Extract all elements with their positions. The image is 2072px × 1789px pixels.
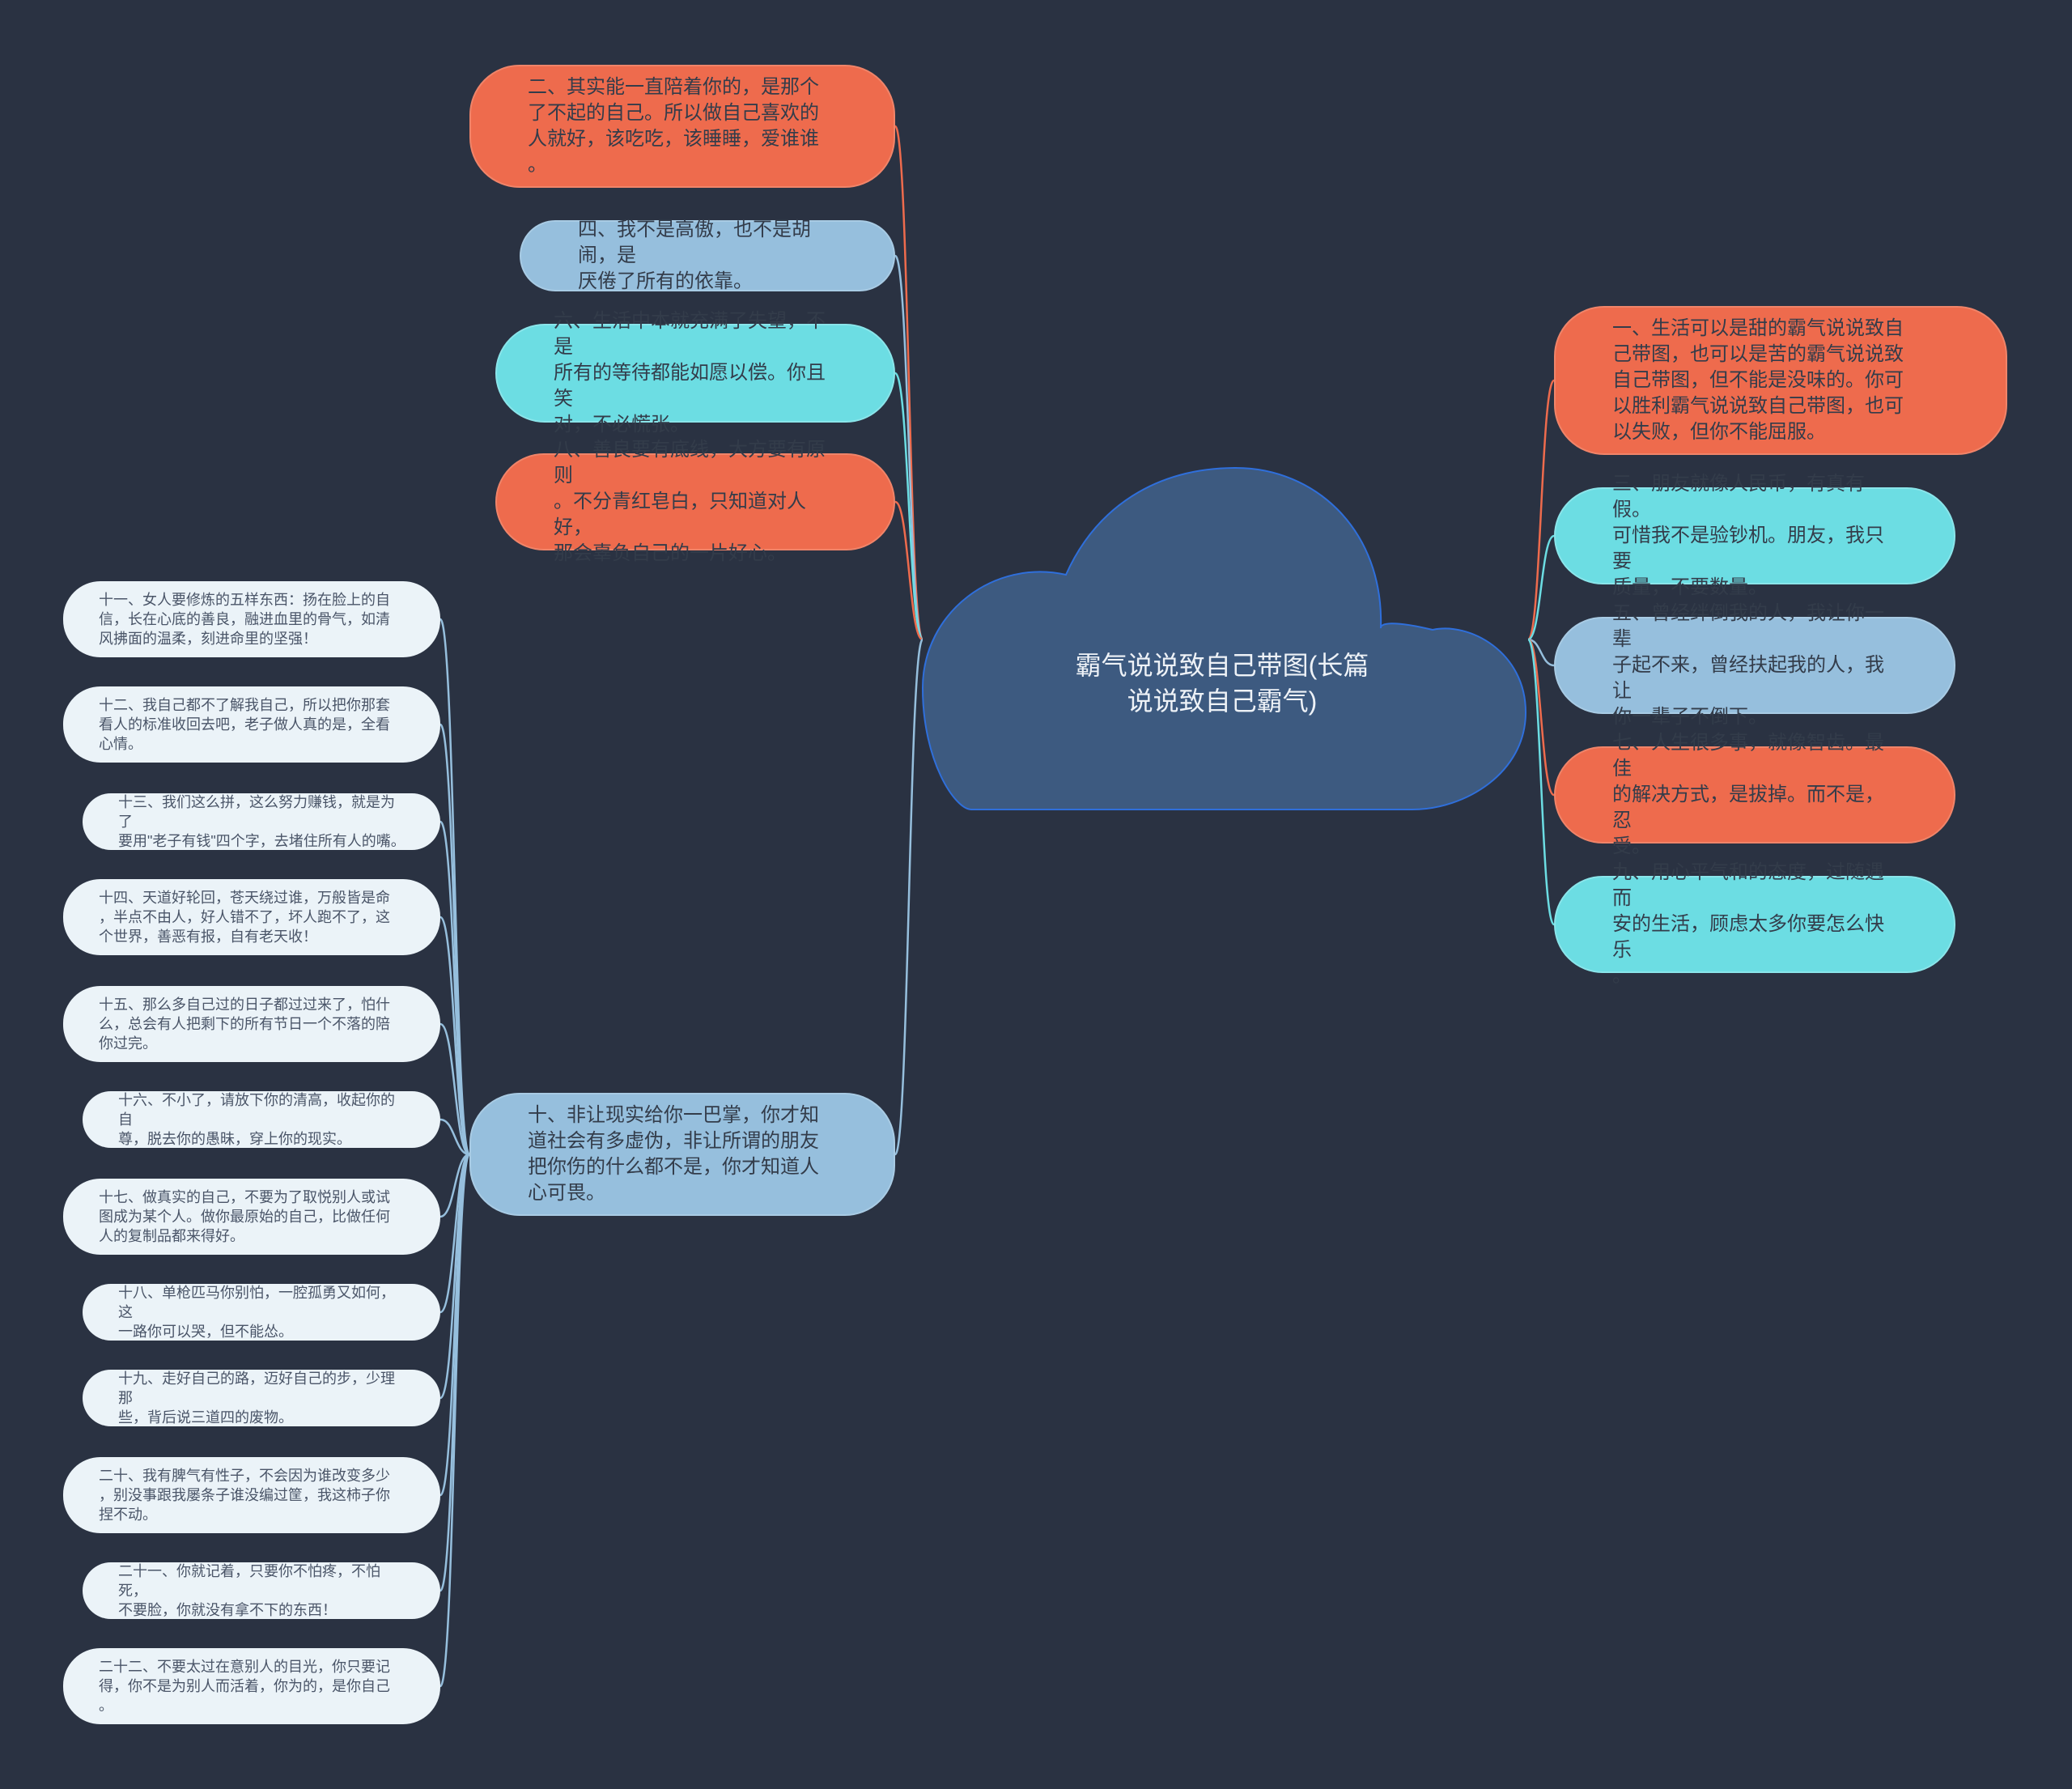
sub-item-15-text: 十五、那么多自己过的日子都过过来了，怕什 么，总会有人把剩下的所有节日一个不落的… (99, 996, 390, 1052)
sub-item-11[interactable]: 十一、女人要修炼的五样东西：扬在脸上的自 信，长在心底的善良，融进血里的骨气，如… (63, 581, 440, 657)
sub-item-22[interactable]: 二十二、不要太过在意别人的目光，你只要记 得，你不是为别人而活着，你为的，是你自… (63, 1648, 440, 1724)
sub-item-21[interactable]: 二十一、你就记着，只要你不怕疼，不怕死， 不要脸，你就没有拿不下的东西！ (83, 1562, 440, 1619)
sub-item-16[interactable]: 十六、不小了，请放下你的清高，收起你的自 尊，脱去你的愚昧，穿上你的现实。 (83, 1091, 440, 1148)
sub-item-12[interactable]: 十二、我自己都不了解我自己，所以把你那套 看人的标准收回去吧，老子做人真的是，全… (63, 686, 440, 763)
connector-left-4 (894, 638, 924, 1156)
central-topic[interactable]: 霸气说说致自己带图(长篇 说说致自己霸气) (1075, 651, 1369, 716)
branch-right-7-text: 七、人生很多事，就像智齿。最佳 的解决方式，是拔掉。而不是，忍 受。 (1612, 732, 1884, 857)
sub-item-19[interactable]: 十九、走好自己的路，迈好自己的步，少理那 些，背后说三道四的废物。 (83, 1370, 440, 1426)
connector-right-1 (1527, 534, 1555, 641)
branch-right-1[interactable]: 一、生活可以是甜的霸气说说致自 己带图，也可以是苦的霸气说说致 自己带图，但不能… (1554, 306, 2007, 455)
connector-sub-11 (439, 1153, 471, 1688)
branch-right-5[interactable]: 五、曾经绊倒我的人，我让你一辈 子起不来，曾经扶起我的人，我让 你一辈子不倒下。 (1554, 602, 1955, 728)
sub-item-12-text: 十二、我自己都不了解我自己，所以把你那套 看人的标准收回去吧，老子做人真的是，全… (99, 697, 390, 752)
branch-left-4[interactable]: 四、我不是高傲，也不是胡闹，是 厌倦了所有的依靠。 (520, 219, 895, 292)
connector-sub-3 (439, 916, 471, 1156)
connector-left-3 (894, 500, 923, 641)
branch-right-5-text: 五、曾经绊倒我的人，我让你一辈 子起不来，曾经扶起我的人，我让 你一辈子不倒下。 (1612, 602, 1884, 728)
branch-right-3-text: 三、朋友就像人民币，有真有假。 可惜我不是验钞机。朋友，我只要 质量，不要数量。 (1612, 473, 1884, 598)
sub-item-20-text: 二十、我有脾气有性子，不会因为谁改变多少 ，别没事跟我屡条子谁没编过筐，我这柿子… (99, 1468, 390, 1523)
connector-right-3 (1526, 638, 1556, 797)
branch-right-9[interactable]: 九、用心平气和的态度，过随遇而 安的生活，顾虑太多你要怎么快乐 。 (1554, 861, 1955, 987)
sub-item-21-text: 二十一、你就记着，只要你不怕疼，不怕死， 不要脸，你就没有拿不下的东西！ (118, 1563, 380, 1618)
sub-item-19-text: 十九、走好自己的路，迈好自己的步，少理那 些，背后说三道四的废物。 (118, 1370, 395, 1426)
sub-item-18[interactable]: 十八、单枪匹马你别怕，一腔孤勇又如何，这 一路你可以哭，但不能怂。 (83, 1284, 440, 1341)
branch-right-7[interactable]: 七、人生很多事，就像智齿。最佳 的解决方式，是拔掉。而不是，忍 受。 (1554, 732, 1955, 857)
branch-left-6-text: 六、生活中本就充满了失望，不是 所有的等待都能如愿以偿。你且笑 对，不必慌张。 (554, 310, 826, 436)
sub-item-18-text: 十八、单枪匹马你别怕，一腔孤勇又如何，这 一路你可以哭，但不能怂。 (118, 1285, 395, 1340)
sub-item-11-text: 十一、女人要修炼的五样东西：扬在脸上的自 信，长在心底的善良，融进血里的骨气，如… (99, 592, 390, 647)
connector-left-2 (894, 372, 924, 641)
connector-sub-6 (439, 1153, 470, 1218)
sub-item-17-text: 十七、做真实的自己，不要为了取悦别人或试 图成为某个人。做你最原始的自己，比做任… (99, 1189, 390, 1244)
branch-left-10-text: 十、非让现实给你一巴掌，你才知 道社会有多虚伪，非让所谓的朋友 把你伤的什么都不… (528, 1104, 819, 1204)
branch-left-2[interactable]: 二、其实能一直陪着你的，是那个 了不起的自己。所以做自己喜欢的 人就好，该吃吃，… (469, 65, 895, 188)
sub-item-17[interactable]: 十七、做真实的自己，不要为了取悦别人或试 图成为某个人。做你最原始的自己，比做任… (63, 1179, 440, 1255)
sub-item-14[interactable]: 十四、天道好轮回，苍天绕过谁，万般皆是命 ，半点不由人，好人错不了，坏人跑不了，… (63, 879, 440, 955)
connector-sub-7 (439, 1153, 470, 1314)
connector-right-2 (1527, 638, 1555, 667)
sub-item-22-text: 二十二、不要太过在意别人的目光，你只要记 得，你不是为别人而活着，你为的，是你自… (99, 1659, 390, 1714)
connector-right-0 (1526, 379, 1556, 641)
connector-right-4 (1526, 638, 1556, 926)
branch-left-2-text: 二、其实能一直陪着你的，是那个 了不起的自己。所以做自己喜欢的 人就好，该吃吃，… (528, 76, 819, 176)
branch-left-8-text: 八、善良要有底线，大方要有原则 。不分青红皂白，只知道对人好， 那会辜负自己的一… (554, 439, 826, 564)
branch-left-8[interactable]: 八、善良要有底线，大方要有原则 。不分青红皂白，只知道对人好， 那会辜负自己的一… (495, 439, 895, 564)
branch-right-3[interactable]: 三、朋友就像人民币，有真有假。 可惜我不是验钞机。朋友，我只要 质量，不要数量。 (1554, 473, 1955, 598)
connector-sub-4 (439, 1022, 470, 1156)
sub-item-13[interactable]: 十三、我们这么拼，这么努力赚钱，就是为了 要用"老子有钱"四个字，去堵住所有人的… (83, 793, 440, 850)
sub-item-15[interactable]: 十五、那么多自己过的日子都过过来了，怕什 么，总会有人把剩下的所有节日一个不落的… (63, 986, 440, 1062)
sub-item-20[interactable]: 二十、我有脾气有性子，不会因为谁改变多少 ，别没事跟我屡条子谁没编过筐，我这柿子… (63, 1457, 440, 1533)
branch-left-4-text: 四、我不是高傲，也不是胡闹，是 厌倦了所有的依靠。 (578, 219, 811, 292)
branch-left-10[interactable]: 十、非让现实给你一巴掌，你才知 道社会有多虚伪，非让所谓的朋友 把你伤的什么都不… (469, 1093, 895, 1216)
branch-right-1-text: 一、生活可以是甜的霸气说说致自 己带图，也可以是苦的霸气说说致 自己带图，但不能… (1612, 317, 1904, 443)
branch-left-6[interactable]: 六、生活中本就充满了失望，不是 所有的等待都能如愿以偿。你且笑 对，不必慌张。 (495, 310, 895, 436)
center-cloud-shape (921, 466, 1527, 810)
branch-right-9-text: 九、用心平气和的态度，过随遇而 安的生活，顾虑太多你要怎么快乐 。 (1612, 861, 1884, 987)
connector-sub-5 (439, 1118, 470, 1156)
sub-item-16-text: 十六、不小了，请放下你的清高，收起你的自 尊，脱去你的愚昧，穿上你的现实。 (118, 1092, 395, 1147)
sub-item-13-text: 十三、我们这么拼，这么努力赚钱，就是为了 要用"老子有钱"四个字，去堵住所有人的… (118, 794, 405, 849)
sub-item-14-text: 十四、天道好轮回，苍天绕过谁，万般皆是命 ，半点不由人，好人错不了，坏人跑不了，… (99, 890, 390, 945)
